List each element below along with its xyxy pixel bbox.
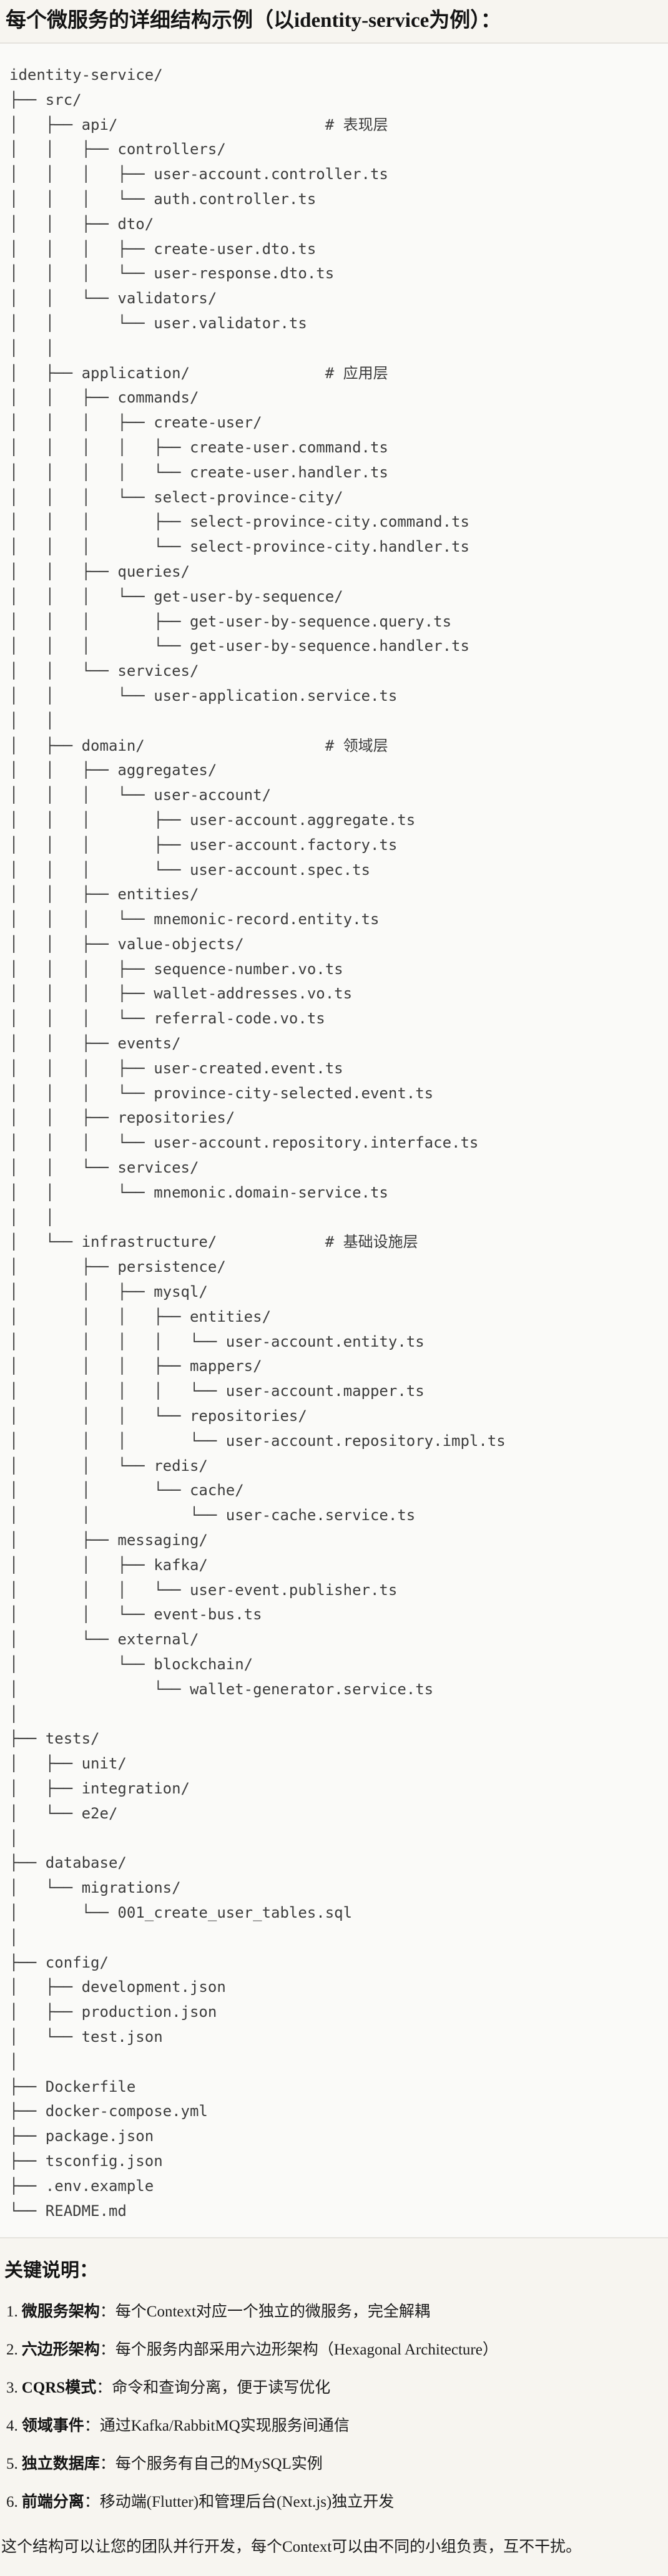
note-item: 2.六边形架构：每个服务内部采用六边形架构（Hexagonal Architec…	[6, 2338, 668, 2363]
note-term: 独立数据库	[21, 2456, 100, 2473]
note-term: 微服务架构	[21, 2303, 100, 2321]
code-block: identity-service/ ├── src/ │ ├── api/ # …	[0, 42, 668, 2239]
note-text: ：每个服务内部采用六边形架构（Hexagonal Architecture）	[99, 2341, 498, 2359]
note-text: ：命令和查询分离，便于读写优化	[96, 2379, 331, 2397]
note-text: ：每个服务有自己的MySQL实例	[99, 2456, 323, 2473]
note-number: 6.	[6, 2494, 18, 2511]
note-term: 领域事件	[21, 2417, 84, 2435]
note-item: 6.前端分离：移动端(Flutter)和管理后台(Next.js)独立开发	[6, 2490, 668, 2515]
note-item: 3.CQRS模式：命令和查询分离，便于读写优化	[6, 2376, 668, 2401]
note-number: 5.	[6, 2456, 18, 2473]
note-term: CQRS模式	[21, 2379, 97, 2397]
note-item: 5.独立数据库：每个服务有自己的MySQL实例	[6, 2452, 668, 2477]
note-text: ：每个Context对应一个独立的微服务，完全解耦	[99, 2303, 430, 2321]
page-title: 每个微服务的详细结构示例（以identity-service为例）：	[6, 9, 501, 32]
note-number: 1.	[6, 2303, 18, 2321]
note-number: 2.	[6, 2341, 18, 2359]
notes-section: 关键说明： 1.微服务架构：每个Context对应一个独立的微服务，完全解耦 2…	[0, 2258, 668, 2560]
note-term: 前端分离	[21, 2494, 84, 2511]
note-text: ：通过Kafka/RabbitMQ实现服务间通信	[84, 2417, 350, 2435]
note-text: ：移动端(Flutter)和管理后台(Next.js)独立开发	[84, 2494, 395, 2511]
note-number: 3.	[6, 2379, 18, 2397]
note-item: 4.领域事件：通过Kafka/RabbitMQ实现服务间通信	[6, 2414, 668, 2439]
note-term: 六边形架构	[21, 2341, 100, 2359]
note-number: 4.	[6, 2417, 18, 2435]
note-item: 1.微服务架构：每个Context对应一个独立的微服务，完全解耦	[6, 2300, 668, 2325]
closing-paragraph: 这个结构可以让您的团队并行开发，每个Context可以由不同的小组负责，互不干扰…	[1, 2539, 582, 2556]
notes-heading: 关键说明：	[4, 2260, 98, 2281]
page: { "title": "每个微服务的详细结构示例（以identity-servi…	[0, 7, 668, 2576]
notes-list: 1.微服务架构：每个Context对应一个独立的微服务，完全解耦 2.六边形架构…	[0, 2300, 668, 2515]
directory-tree: identity-service/ ├── src/ │ ├── api/ # …	[9, 66, 506, 2220]
